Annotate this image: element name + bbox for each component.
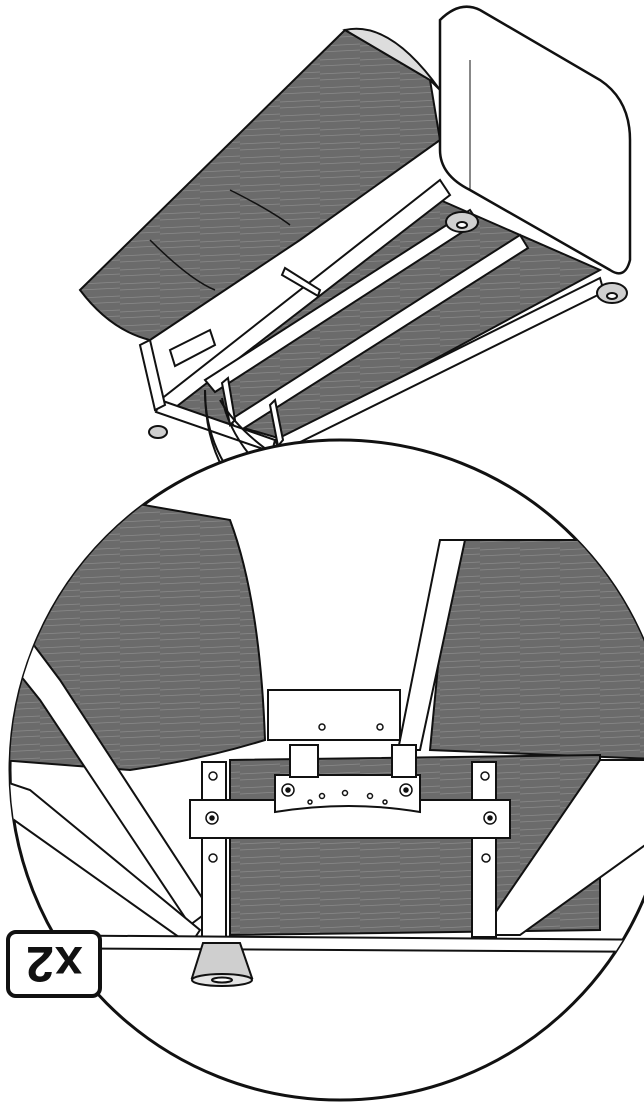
screw-icon — [208, 771, 491, 863]
foot-glide-icon — [445, 211, 479, 233]
fabric-cover — [78, 28, 442, 342]
foot-glide-icon — [190, 942, 254, 987]
foot-glide-icon — [596, 282, 628, 304]
screw-icon — [483, 811, 497, 825]
fabric-curve — [149, 189, 291, 291]
screw-icon — [281, 783, 295, 797]
quantity-label: x2 — [25, 936, 83, 992]
fabric-fold — [10, 478, 267, 772]
quantity-badge: x2 — [6, 930, 102, 998]
armrest — [438, 5, 632, 275]
sofa-overview — [78, 5, 632, 466]
screw-icon — [399, 783, 413, 797]
detail-magnifier — [8, 438, 644, 1102]
screw-icon — [205, 811, 219, 825]
back-panel — [428, 539, 644, 762]
foot-glide-icon — [148, 425, 168, 439]
